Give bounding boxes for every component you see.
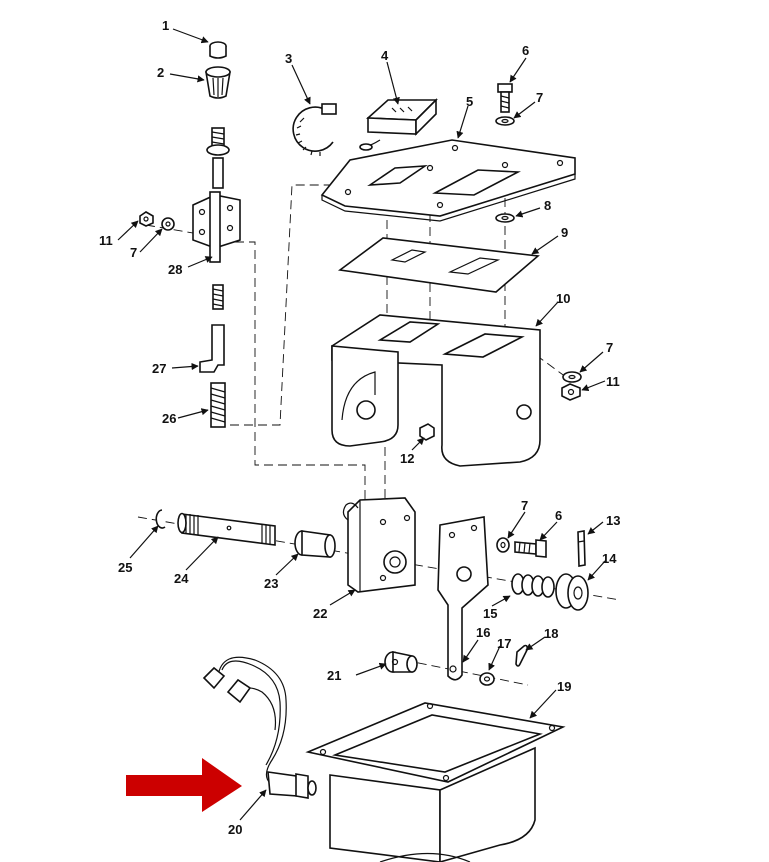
knob-cap-part-1 bbox=[209, 41, 227, 59]
callout-11-left: 11 bbox=[99, 233, 113, 248]
callout-labels: 1 2 3 4 5 6 7 8 9 10 11 7 28 27 26 7 11 … bbox=[99, 18, 620, 837]
top-plate-part-5 bbox=[320, 139, 576, 222]
callout-18: 18 bbox=[544, 626, 558, 641]
callout-1: 1 bbox=[162, 18, 169, 33]
nut-part-21 bbox=[384, 651, 418, 673]
callout-24: 24 bbox=[174, 571, 189, 586]
shaft-upper-rod bbox=[206, 127, 230, 189]
callout-10: 10 bbox=[556, 291, 570, 306]
cotter-pin-part-18 bbox=[515, 644, 528, 667]
callout-4: 4 bbox=[381, 48, 389, 63]
spring-part-26 bbox=[210, 382, 226, 428]
callout-21: 21 bbox=[327, 668, 341, 683]
callout-15: 15 bbox=[483, 606, 497, 621]
callout-27: 27 bbox=[152, 361, 166, 376]
nut-part-11-right bbox=[561, 383, 581, 401]
callout-25: 25 bbox=[118, 560, 132, 575]
bolt-part-6-lower bbox=[514, 539, 547, 558]
washer-part-7-left bbox=[161, 217, 175, 231]
callout-16: 16 bbox=[476, 625, 490, 640]
callout-7-left: 7 bbox=[130, 245, 137, 260]
callout-9: 9 bbox=[561, 225, 568, 240]
pin-part-13 bbox=[577, 530, 586, 567]
screw-part-6 bbox=[497, 83, 513, 113]
washer-part-17 bbox=[479, 672, 495, 686]
hinge-bracket-part-28 bbox=[192, 191, 241, 263]
callout-11-right: 11 bbox=[606, 374, 620, 389]
retaining-ring-part-25 bbox=[155, 509, 166, 529]
callout-8: 8 bbox=[544, 198, 551, 213]
highlight-arrow bbox=[126, 758, 242, 812]
callout-5: 5 bbox=[466, 94, 473, 109]
callout-26: 26 bbox=[162, 411, 176, 426]
washer-part-7-lower bbox=[496, 537, 510, 553]
shaft-part-24 bbox=[177, 512, 276, 546]
washer-part-7-top bbox=[495, 116, 515, 126]
knob-part-2 bbox=[205, 66, 231, 99]
cable-clip-part-3 bbox=[292, 103, 337, 156]
callout-20: 20 bbox=[228, 822, 242, 837]
callout-28: 28 bbox=[168, 262, 182, 277]
shaft-threaded-stud bbox=[212, 284, 224, 310]
switch-block-part-4 bbox=[359, 98, 438, 151]
bushing-part-23 bbox=[294, 530, 336, 558]
callout-7-top: 7 bbox=[536, 90, 543, 105]
washer-part-8 bbox=[495, 213, 515, 223]
gasket-part-9 bbox=[337, 237, 540, 293]
callout-7-right: 7 bbox=[606, 340, 613, 355]
callout-17: 17 bbox=[497, 636, 511, 651]
bracket-part-22 bbox=[342, 497, 416, 593]
callout-23: 23 bbox=[264, 576, 278, 591]
callout-6-lower: 6 bbox=[555, 508, 562, 523]
washer-part-7-right bbox=[562, 371, 582, 383]
callout-12: 12 bbox=[400, 451, 414, 466]
nut-part-11-left bbox=[139, 211, 154, 227]
callout-2: 2 bbox=[157, 65, 164, 80]
collar-part-14 bbox=[555, 573, 589, 611]
lever-part-16 bbox=[437, 516, 489, 681]
leader-lines bbox=[117, 28, 607, 821]
callout-3: 3 bbox=[285, 51, 292, 66]
spring-part-15 bbox=[511, 573, 555, 598]
callout-19: 19 bbox=[557, 679, 571, 694]
cable-assembly-part-20 bbox=[202, 656, 317, 799]
callout-22: 22 bbox=[313, 606, 327, 621]
callout-14: 14 bbox=[602, 551, 617, 566]
callout-6: 6 bbox=[522, 43, 529, 58]
u-bracket-part-10 bbox=[331, 314, 541, 467]
nut-part-12 bbox=[419, 423, 435, 441]
callout-7-lower: 7 bbox=[521, 498, 528, 513]
housing-part-19 bbox=[305, 702, 566, 862]
latch-part-27 bbox=[199, 324, 225, 373]
callout-13: 13 bbox=[606, 513, 620, 528]
